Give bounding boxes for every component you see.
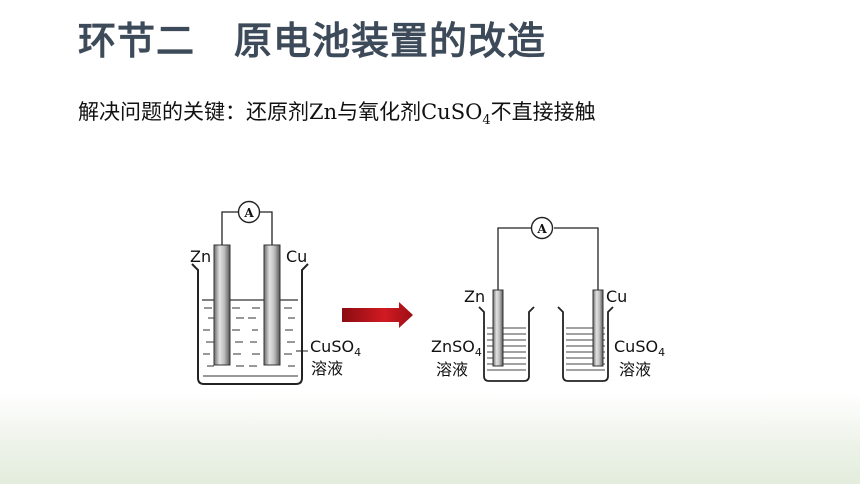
znso4-formula: ZnSO4 (431, 337, 482, 359)
zinc-beaker (478, 289, 535, 382)
cu-label: Cu (286, 247, 307, 266)
transform-arrow (342, 302, 413, 328)
solution-formula-main: CuSO (310, 337, 354, 356)
ammeter-label: A (243, 206, 254, 220)
page-title: 环节二 原电池装置的改造 (78, 19, 547, 63)
znso4-formula-main: ZnSO (431, 337, 475, 356)
page-subtitle: 解决问题的关键：还原剂Zn与氧化剂CuSO4不直接接触 (78, 96, 596, 128)
cuso4-formula-right: CuSO4 (614, 337, 665, 359)
solution-formula: CuSO4 (310, 337, 361, 359)
solution-word: 溶液 (311, 359, 343, 378)
znso4-formula-subscript: 4 (475, 346, 482, 359)
subtitle-text-end: 不直接接触 (490, 100, 596, 124)
beaker (191, 263, 309, 385)
zn-electrode-right (492, 289, 504, 367)
cuso4-formula-right-subscript: 4 (658, 346, 665, 359)
wire-left-cell (221, 211, 273, 247)
ammeter-icon: A (237, 200, 261, 224)
ammeter-icon-right: A (530, 216, 554, 240)
cu-electrode (263, 244, 281, 366)
footer-background (0, 392, 860, 484)
cuso4-word-right: 溶液 (619, 360, 651, 379)
ammeter-label-right: A (536, 222, 547, 236)
subtitle-text: 解决问题的关键：还原剂Zn与氧化剂CuSO (78, 100, 483, 124)
znso4-word: 溶液 (436, 360, 468, 379)
cuso4-formula-right-main: CuSO (614, 337, 658, 356)
zn-electrode (213, 244, 231, 366)
copper-beaker (557, 289, 614, 382)
cu-label-right: Cu (606, 287, 627, 306)
subtitle-subscript: 4 (482, 113, 491, 129)
cu-electrode-right (592, 289, 604, 367)
single-beaker-cell: A Zn Cu CuSO4 溶液 (190, 200, 361, 385)
wire-right-cell (497, 227, 599, 292)
zn-label-right: Zn (464, 287, 485, 306)
two-beaker-cell: A (431, 216, 665, 382)
solution-formula-subscript: 4 (354, 346, 361, 359)
zn-label: Zn (190, 247, 211, 266)
